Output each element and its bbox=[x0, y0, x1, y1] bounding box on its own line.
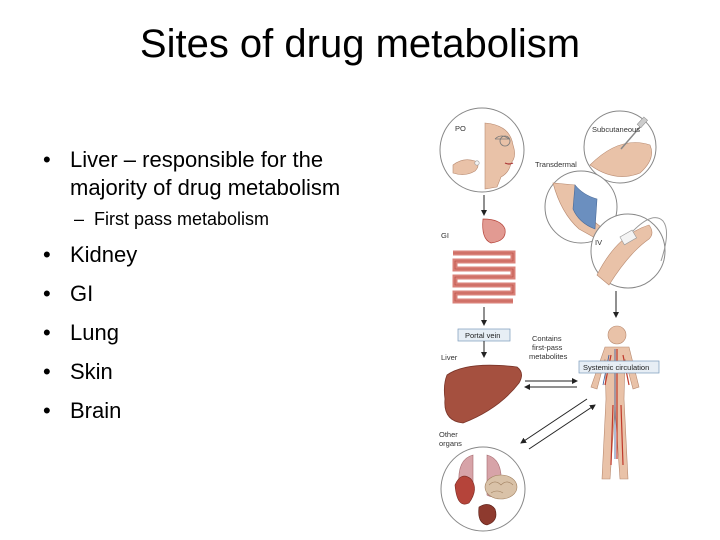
bullet-text: Kidney bbox=[70, 242, 138, 267]
label-liver: Liver bbox=[441, 353, 458, 362]
gi-tract-illustration: GI bbox=[441, 218, 516, 304]
label-portal-vein: Portal vein bbox=[465, 331, 500, 340]
slide-title: Sites of drug metabolism bbox=[139, 22, 581, 66]
label-first-pass: first-pass bbox=[532, 343, 563, 352]
bullet-dot: • bbox=[43, 242, 51, 267]
label-subcutaneous: Subcutaneous bbox=[592, 125, 640, 134]
bullet-text: GI bbox=[70, 281, 94, 306]
bullet-dot: • bbox=[43, 320, 51, 345]
bullet-text: Brain bbox=[70, 398, 122, 423]
bullet-dot: • bbox=[43, 398, 51, 423]
label-contains: Contains bbox=[532, 334, 562, 343]
bullet-text: Skin bbox=[70, 359, 113, 384]
subcutaneous-route-illustration: Subcutaneous bbox=[583, 110, 657, 184]
bullet-dot: • bbox=[43, 281, 51, 306]
bullet-item-liver: • Liver – responsible for the majority o… bbox=[40, 146, 385, 230]
human-body-illustration bbox=[590, 325, 640, 480]
bullet-item-brain: • Brain bbox=[40, 397, 385, 425]
bullet-text: Liver – responsible for the majority of … bbox=[70, 147, 341, 200]
label-po: PO bbox=[455, 124, 466, 133]
drug-metabolism-figure: PO Subcutaneous Transdermal IV GI Portal bbox=[439, 107, 667, 532]
bullet-dot: • bbox=[43, 359, 51, 384]
label-other: Other bbox=[439, 430, 458, 439]
iv-route-illustration: IV bbox=[590, 213, 667, 289]
label-iv: IV bbox=[595, 238, 602, 247]
bullet-item-kidney: • Kidney bbox=[40, 241, 385, 269]
sub-bullet-dash: – bbox=[74, 209, 85, 229]
label-systemic-circulation: Systemic circulation bbox=[583, 363, 649, 372]
portal-vein-box: Portal vein bbox=[457, 328, 511, 342]
arrow-systemic-to-organs bbox=[520, 398, 588, 444]
sub-bullet-text: First pass metabolism bbox=[94, 209, 270, 229]
label-transdermal: Transdermal bbox=[535, 160, 577, 169]
arrow-organs-to-systemic bbox=[528, 404, 596, 450]
label-organs: organs bbox=[439, 439, 462, 448]
po-route-illustration: PO bbox=[439, 107, 525, 193]
sub-bullet-list: – First pass metabolism bbox=[70, 208, 385, 230]
bullet-text: Lung bbox=[70, 320, 119, 345]
bullet-item-gi: • GI bbox=[40, 280, 385, 308]
label-gi: GI bbox=[441, 231, 449, 240]
bullet-item-lung: • Lung bbox=[40, 319, 385, 347]
first-pass-note: Contains first-pass metabolites bbox=[529, 334, 568, 361]
sub-bullet-item: – First pass metabolism bbox=[70, 208, 385, 230]
systemic-circulation-box: Systemic circulation bbox=[578, 360, 660, 374]
bullet-item-skin: • Skin bbox=[40, 358, 385, 386]
other-organs-illustration: Other organs bbox=[439, 430, 526, 532]
transdermal-route-illustration: Transdermal bbox=[535, 160, 618, 244]
bullet-list: • Liver – responsible for the majority o… bbox=[40, 146, 385, 436]
label-metabolites: metabolites bbox=[529, 352, 568, 361]
bullet-dot: • bbox=[43, 147, 51, 172]
liver-illustration: Liver bbox=[441, 353, 522, 424]
